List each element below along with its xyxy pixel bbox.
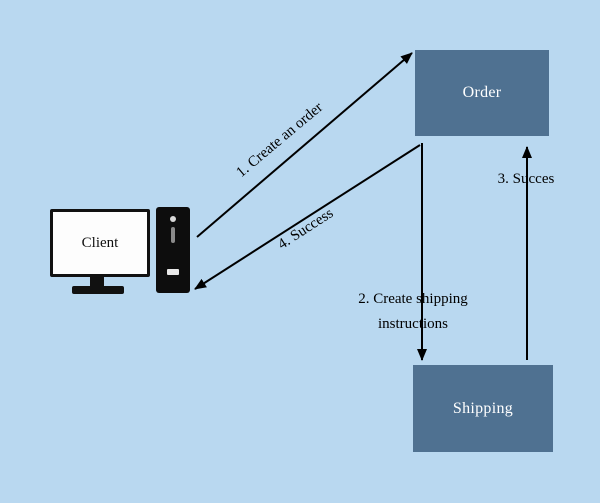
edge-label-create-shipping: 2. Create shipping instructions — [358, 291, 468, 332]
monitor-stand — [90, 274, 104, 287]
edge-label-success-to-order: 3. Succes — [497, 171, 555, 187]
client-label: Client — [81, 234, 119, 251]
computer-tower-icon — [156, 207, 190, 293]
order-node: Order — [415, 50, 549, 136]
client-monitor: Client — [50, 209, 150, 277]
arrow-success-to-client — [194, 144, 421, 290]
client-computer: Client — [48, 205, 198, 300]
arrow-create-order — [196, 52, 413, 238]
order-label: Order — [462, 84, 502, 101]
shipping-label: Shipping — [452, 399, 514, 417]
tower-vent-slot — [171, 227, 175, 243]
monitor-base — [72, 286, 124, 294]
shipping-node: Shipping — [413, 365, 553, 452]
tower-drive-bay — [167, 269, 179, 275]
tower-power-button — [170, 216, 176, 222]
